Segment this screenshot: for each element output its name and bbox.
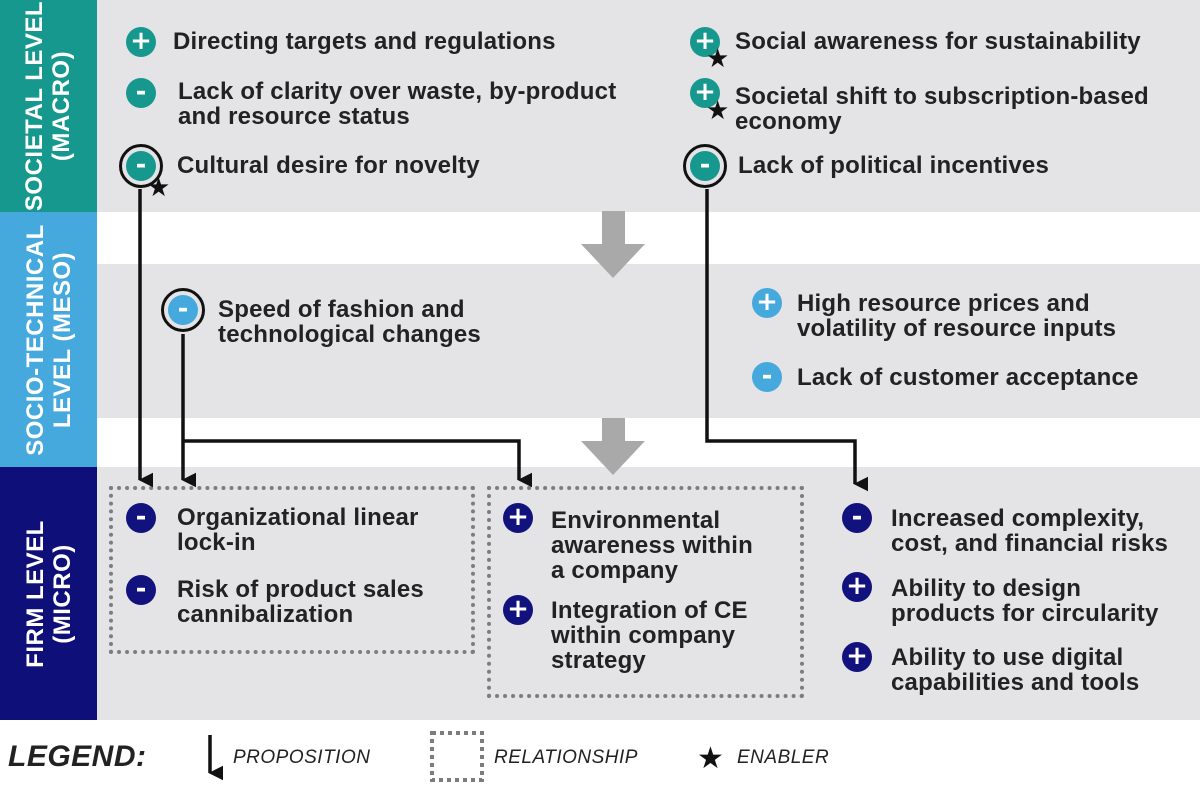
plus-icon: + [842, 572, 872, 602]
legend-enabler-star-icon: ★ [697, 741, 724, 776]
minus-icon: - [126, 503, 156, 533]
meso-band [97, 264, 1200, 418]
enabler-star-icon: ★ [706, 96, 730, 126]
plus-icon: + [503, 503, 533, 533]
micro-level-bar: FIRM LEVEL (MICRO) [0, 467, 97, 720]
micro-item-environmental-awareness: Environmental awareness within a company [551, 507, 753, 584]
plus-icon: + [126, 27, 156, 57]
legend-relationship-label: RELATIONSHIP [494, 747, 638, 768]
macro-item-directing-targets: Directing targets and regulations [173, 28, 556, 55]
plus-icon: + [690, 27, 720, 57]
relationship-box-1 [109, 486, 475, 654]
minus-icon: - [168, 295, 198, 325]
minus-icon: - [690, 151, 720, 181]
micro-item-complexity-risks: Increased complexity, cost, and financia… [891, 505, 1169, 557]
level-arrow-2 [581, 418, 645, 475]
proposition-line-speed-env [183, 439, 533, 488]
meso-item-speed-fashion: Speed of fashion and technological chang… [218, 296, 481, 348]
legend-proposition-label: PROPOSITION [233, 747, 371, 768]
legend-enabler-label: ENABLER [737, 747, 830, 768]
macro-item-political-incentives: Lack of political incentives [738, 152, 1050, 179]
minus-icon: - [126, 575, 156, 605]
micro-item-cannibalization: Risk of product sales cannibalization [177, 576, 424, 628]
proposition-origin-ring [161, 288, 205, 332]
legend-relationship-box [430, 731, 484, 782]
meso-level-bar: SOCIO-TECHNICAL LEVEL (MESO) [0, 212, 97, 467]
legend-title: LEGEND: [8, 740, 147, 773]
macro-item-subscription-economy: Societal shift to subscription-based eco… [735, 83, 1149, 135]
meso-item-customer-acceptance: Lack of customer acceptance [797, 364, 1139, 391]
minus-icon: - [752, 362, 782, 392]
micro-item-digital-capabilities: Ability to use digital capabilities and … [891, 644, 1140, 696]
micro-band [97, 467, 1200, 720]
micro-item-ce-integration: Integration of CE within company strateg… [551, 597, 748, 674]
proposition-origin-ring [119, 144, 163, 188]
proposition-line-political [705, 189, 869, 492]
level-arrow-1 [581, 211, 645, 278]
macro-item-lack-clarity: Lack of clarity over waste, by-product a… [178, 78, 617, 130]
enabler-star-icon: ★ [147, 173, 171, 203]
micro-item-design-circularity: Ability to design products for circulari… [891, 575, 1159, 627]
relationship-box-2 [487, 486, 804, 698]
macro-level-bar: SOCIETAL LEVEL (MACRO) [0, 0, 97, 212]
minus-icon: - [842, 503, 872, 533]
plus-icon: + [752, 288, 782, 318]
plus-icon: + [503, 595, 533, 625]
proposition-origin-ring [683, 144, 727, 188]
meso-item-resource-prices: High resource prices and volatility of r… [797, 290, 1117, 342]
plus-icon: + [690, 78, 720, 108]
minus-icon: - [126, 151, 156, 181]
micro-item-linear-lockin: Organizational linear lock-in [177, 504, 419, 556]
minus-icon: - [126, 78, 156, 108]
macro-item-social-awareness: Social awareness for sustainability [735, 28, 1141, 55]
plus-icon: + [842, 642, 872, 672]
macro-band [97, 0, 1200, 212]
macro-item-cultural-novelty: Cultural desire for novelty [177, 152, 480, 179]
enabler-star-icon: ★ [706, 44, 730, 74]
